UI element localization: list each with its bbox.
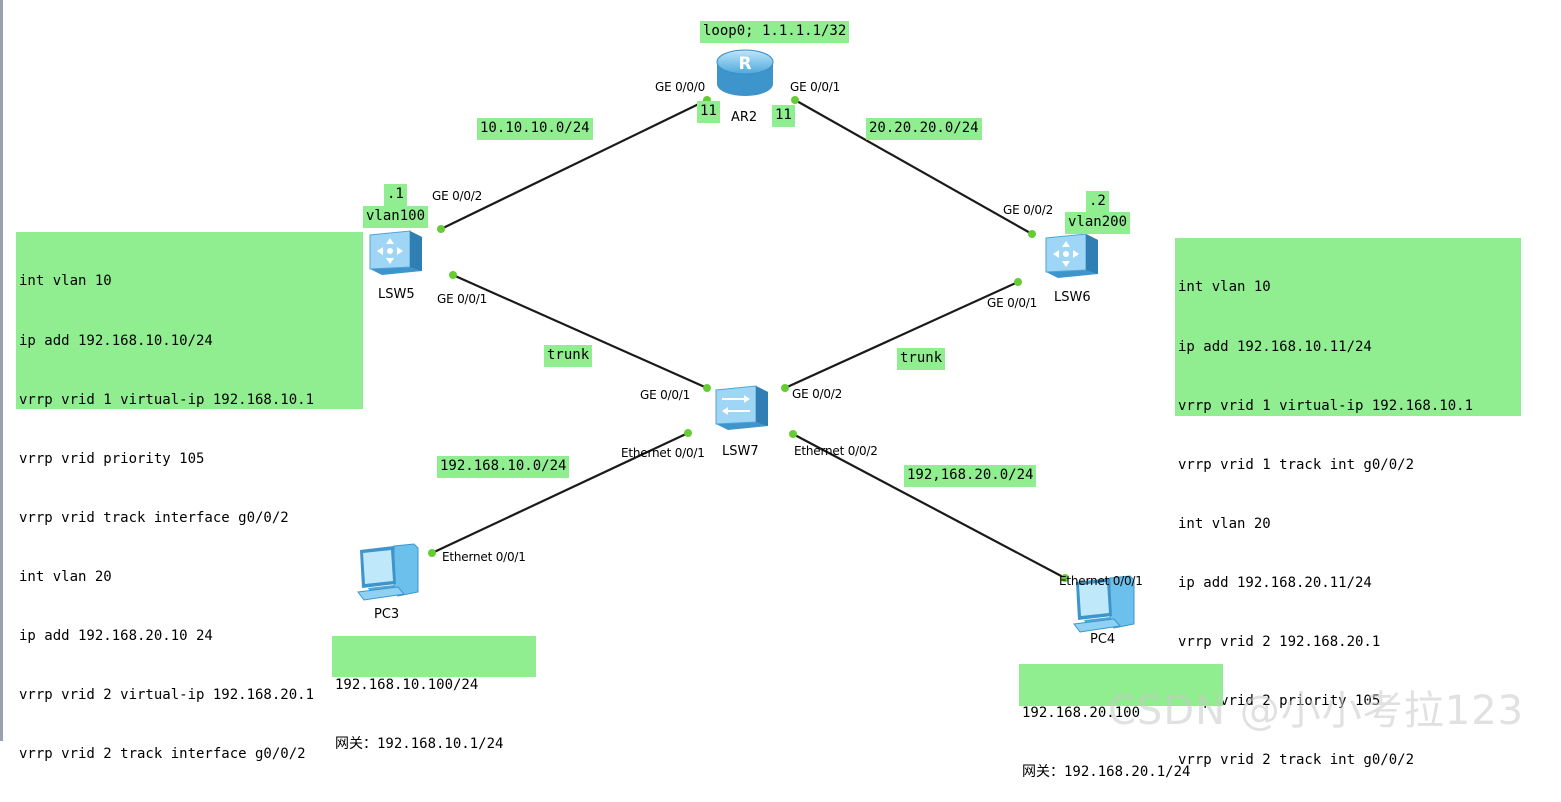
- port-dot-lsw5-ge002: [437, 225, 445, 233]
- lsw5-dot1-label: .1: [384, 184, 407, 206]
- port-dot-lsw7-eth002: [789, 430, 797, 438]
- port-label-lsw6-ge001: GE 0/0/1: [987, 296, 1038, 310]
- port-dot-pc3-eth: [428, 549, 436, 557]
- port-dot-lsw5-ge001: [449, 271, 457, 279]
- lsw6-vlan-label: vlan200: [1065, 212, 1131, 234]
- loopback-label: loop0; 1.1.1.1/32: [700, 21, 850, 43]
- port-label-lsw7-ge002: GE 0/0/2: [792, 387, 843, 401]
- device-label-lsw6: LSW6: [1054, 290, 1091, 305]
- network-label-right: 20.20.20.0/24: [866, 118, 982, 140]
- port-label-lsw5-ge002: GE 0/0/2: [432, 189, 483, 203]
- port-label-ar2-ge000: GE 0/0/0: [655, 80, 706, 94]
- port-dot-ar2-ge001: [791, 96, 799, 104]
- svg-text:R: R: [738, 54, 751, 74]
- ar2-right-11-label: 11: [772, 105, 795, 127]
- device-label-lsw7: LSW7: [722, 444, 759, 459]
- network-label-pc4: 192,168.20.0/24: [904, 465, 1037, 487]
- device-label-pc3: PC3: [374, 607, 400, 622]
- l2-switch-icon-lsw7[interactable]: [712, 382, 772, 434]
- config-line: vrrp vrid 1 virtual-ip 192.168.10.1: [1178, 397, 1474, 414]
- lsw6-config-block: int vlan 10 ip add 192.168.10.11/24 vrrp…: [1175, 238, 1521, 768]
- window-left-edge: [0, 0, 3, 741]
- ar2-left-11-label: 11: [697, 101, 720, 123]
- pc3-gateway: 网关：192.168.10.1/24: [335, 735, 504, 752]
- port-label-lsw7-eth001: Ethernet 0/0/1: [621, 446, 705, 460]
- port-label-pc3-eth: Ethernet 0/0/1: [442, 550, 526, 564]
- pc4-ip: 192.168.20.100: [1022, 705, 1141, 722]
- network-label-left: 10.10.10.0/24: [477, 118, 593, 140]
- pc3-ip: 192.168.10.100/24: [335, 677, 479, 694]
- config-line: ip add 192.168.20.10 24: [19, 628, 213, 645]
- network-label-pc3: 192.168.10.0/24: [437, 456, 570, 478]
- device-label-pc4: PC4: [1090, 632, 1116, 647]
- port-dot-lsw7-ge002: [781, 384, 789, 392]
- port-label-pc4-eth: Ethernet 0/0/1: [1059, 574, 1143, 588]
- trunk-label-left: trunk: [544, 345, 593, 367]
- pc-icon-pc4[interactable]: [1070, 572, 1140, 634]
- link-ar2-lsw6: [794, 99, 1033, 235]
- config-line: vrrp vrid 1 virtual-ip 192.168.10.1: [19, 391, 315, 408]
- port-dot-lsw7-ge001: [703, 384, 711, 392]
- port-dot-lsw6-ge002: [1028, 230, 1036, 238]
- config-line: int vlan 20: [19, 568, 112, 585]
- config-line: vrrp vrid track interface g0/0/2: [19, 509, 289, 526]
- config-line: ip add 192.168.10.10/24: [19, 332, 213, 349]
- router-icon[interactable]: R: [715, 46, 775, 102]
- port-dot-pc4-eth: [1061, 574, 1069, 582]
- config-line: ip add 192.168.20.11/24: [1178, 574, 1372, 591]
- link-lsw5-ar2: [440, 99, 708, 230]
- link-lsw5-lsw7: [452, 273, 708, 390]
- lsw5-vlan-label: vlan100: [363, 206, 429, 228]
- device-label-ar2: AR2: [731, 110, 758, 125]
- port-label-lsw5-ge001: GE 0/0/1: [437, 292, 488, 306]
- config-line: vrrp vrid 2 virtual-ip 192.168.20.1: [19, 687, 315, 704]
- watermark: CSDN @小小考拉123: [1108, 688, 1525, 734]
- config-line: vrrp vrid priority 105: [19, 450, 205, 467]
- config-line: int vlan 20: [1178, 515, 1271, 532]
- pc3-info-block: 192.168.10.100/24 网关：192.168.10.1/24: [332, 636, 536, 752]
- pc-icon-pc3[interactable]: [354, 540, 424, 602]
- lsw6-dot2-label: .2: [1086, 191, 1109, 213]
- config-line: int vlan 10: [19, 273, 112, 290]
- port-label-ar2-ge001: GE 0/0/1: [790, 80, 841, 94]
- pc4-gateway: 网关：192.168.20.1/24: [1022, 763, 1191, 780]
- port-dot-lsw6-ge001: [1014, 278, 1022, 286]
- config-line: vrrp vrid 1 track int g0/0/2: [1178, 456, 1415, 473]
- port-label-lsw6-ge002: GE 0/0/2: [1003, 203, 1054, 217]
- config-line: vrrp vrid 2 192.168.20.1: [1178, 634, 1381, 651]
- link-lsw6-lsw7: [784, 280, 1019, 390]
- config-line: vrrp vrid 2 track int g0/0/2: [1178, 752, 1415, 769]
- trunk-label-right: trunk: [897, 348, 946, 370]
- config-line: ip add 192.168.10.11/24: [1178, 338, 1372, 355]
- link-lsw7-pc3: [431, 432, 689, 554]
- device-label-lsw5: LSW5: [378, 287, 415, 302]
- lsw5-config-block: int vlan 10 ip add 192.168.10.10/24 vrrp…: [16, 232, 363, 762]
- topology-links: [428, 96, 1069, 582]
- config-line: vrrp vrid 2 track interface g0/0/2: [19, 746, 306, 763]
- l3-switch-icon-lsw6[interactable]: [1042, 230, 1102, 280]
- port-label-lsw7-eth002: Ethernet 0/0/2: [794, 444, 878, 458]
- link-lsw7-pc4: [792, 433, 1066, 579]
- port-dot-lsw7-eth001: [684, 429, 692, 437]
- port-label-lsw7-ge001: GE 0/0/1: [640, 388, 691, 402]
- config-line: int vlan 10: [1178, 279, 1271, 296]
- l3-switch-icon-lsw5[interactable]: [366, 227, 426, 277]
